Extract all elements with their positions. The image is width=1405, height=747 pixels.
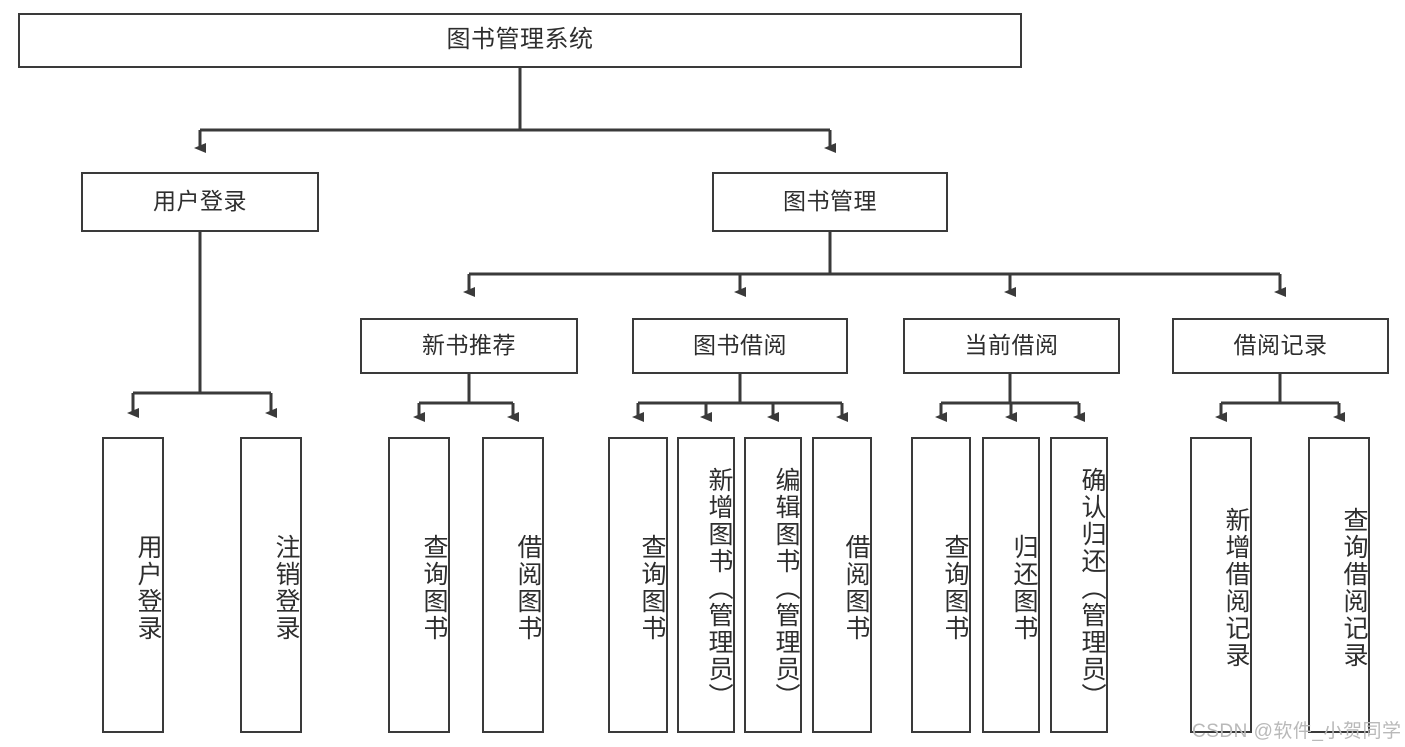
node-current-borrow[interactable]: 当前借阅 bbox=[903, 318, 1120, 374]
node-leaf-query-book-current-label: 查询图书 bbox=[941, 534, 969, 642]
node-leaf-query-borrow-record-label: 查询借阅记录 bbox=[1340, 507, 1368, 669]
node-leaf-query-book-recommend[interactable]: 查询图书 bbox=[388, 437, 450, 733]
node-current-borrow-label: 当前借阅 bbox=[964, 332, 1059, 359]
node-leaf-user-login[interactable]: 用户登录 bbox=[102, 437, 164, 733]
node-leaf-edit-book[interactable]: 编辑图书（管理员） bbox=[744, 437, 802, 733]
node-leaf-query-book-borrow-label: 查询图书 bbox=[638, 534, 666, 642]
node-leaf-logout-login-label: 注销登录 bbox=[272, 534, 300, 642]
node-leaf-edit-book-label: 编辑图书（管理员） bbox=[772, 466, 800, 710]
node-root-label: 图书管理系统 bbox=[446, 26, 594, 54]
node-leaf-borrow-book-recommend[interactable]: 借阅图书 bbox=[482, 437, 544, 733]
node-leaf-query-book-current[interactable]: 查询图书 bbox=[911, 437, 971, 733]
node-leaf-query-borrow-record[interactable]: 查询借阅记录 bbox=[1308, 437, 1370, 733]
node-leaf-return-book-label: 归还图书 bbox=[1010, 534, 1038, 642]
node-user-login[interactable]: 用户登录 bbox=[81, 172, 319, 232]
node-leaf-confirm-return-label: 确认归还（管理员） bbox=[1078, 466, 1106, 710]
csdn-watermark: CSDN @软件_小贺同学 bbox=[1192, 721, 1402, 742]
node-user-login-label: 用户登录 bbox=[153, 188, 247, 215]
node-new-book-recommend-label: 新书推荐 bbox=[422, 332, 516, 359]
node-leaf-add-book[interactable]: 新增图书（管理员） bbox=[677, 437, 735, 733]
node-leaf-confirm-return[interactable]: 确认归还（管理员） bbox=[1050, 437, 1108, 733]
node-leaf-query-book-recommend-label: 查询图书 bbox=[420, 534, 448, 642]
node-book-management[interactable]: 图书管理 bbox=[712, 172, 948, 232]
node-borrow-record[interactable]: 借阅记录 bbox=[1172, 318, 1389, 374]
node-leaf-logout-login[interactable]: 注销登录 bbox=[240, 437, 302, 733]
node-leaf-return-book[interactable]: 归还图书 bbox=[982, 437, 1040, 733]
node-leaf-borrow-book-label: 借阅图书 bbox=[842, 534, 870, 642]
node-leaf-add-borrow-record[interactable]: 新增借阅记录 bbox=[1190, 437, 1252, 733]
node-new-book-recommend[interactable]: 新书推荐 bbox=[360, 318, 578, 374]
node-leaf-query-book-borrow[interactable]: 查询图书 bbox=[608, 437, 668, 733]
node-leaf-add-book-label: 新增图书（管理员） bbox=[705, 466, 733, 710]
node-book-borrow[interactable]: 图书借阅 bbox=[632, 318, 848, 374]
node-book-management-label: 图书管理 bbox=[783, 188, 877, 215]
node-leaf-user-login-label: 用户登录 bbox=[134, 534, 162, 642]
node-book-borrow-label: 图书借阅 bbox=[693, 332, 787, 359]
node-leaf-add-borrow-record-label: 新增借阅记录 bbox=[1222, 507, 1250, 669]
node-leaf-borrow-book[interactable]: 借阅图书 bbox=[812, 437, 872, 733]
node-leaf-borrow-book-recommend-label: 借阅图书 bbox=[514, 534, 542, 642]
node-root-system[interactable]: 图书管理系统 bbox=[18, 13, 1022, 68]
node-borrow-record-label: 借阅记录 bbox=[1233, 332, 1328, 359]
